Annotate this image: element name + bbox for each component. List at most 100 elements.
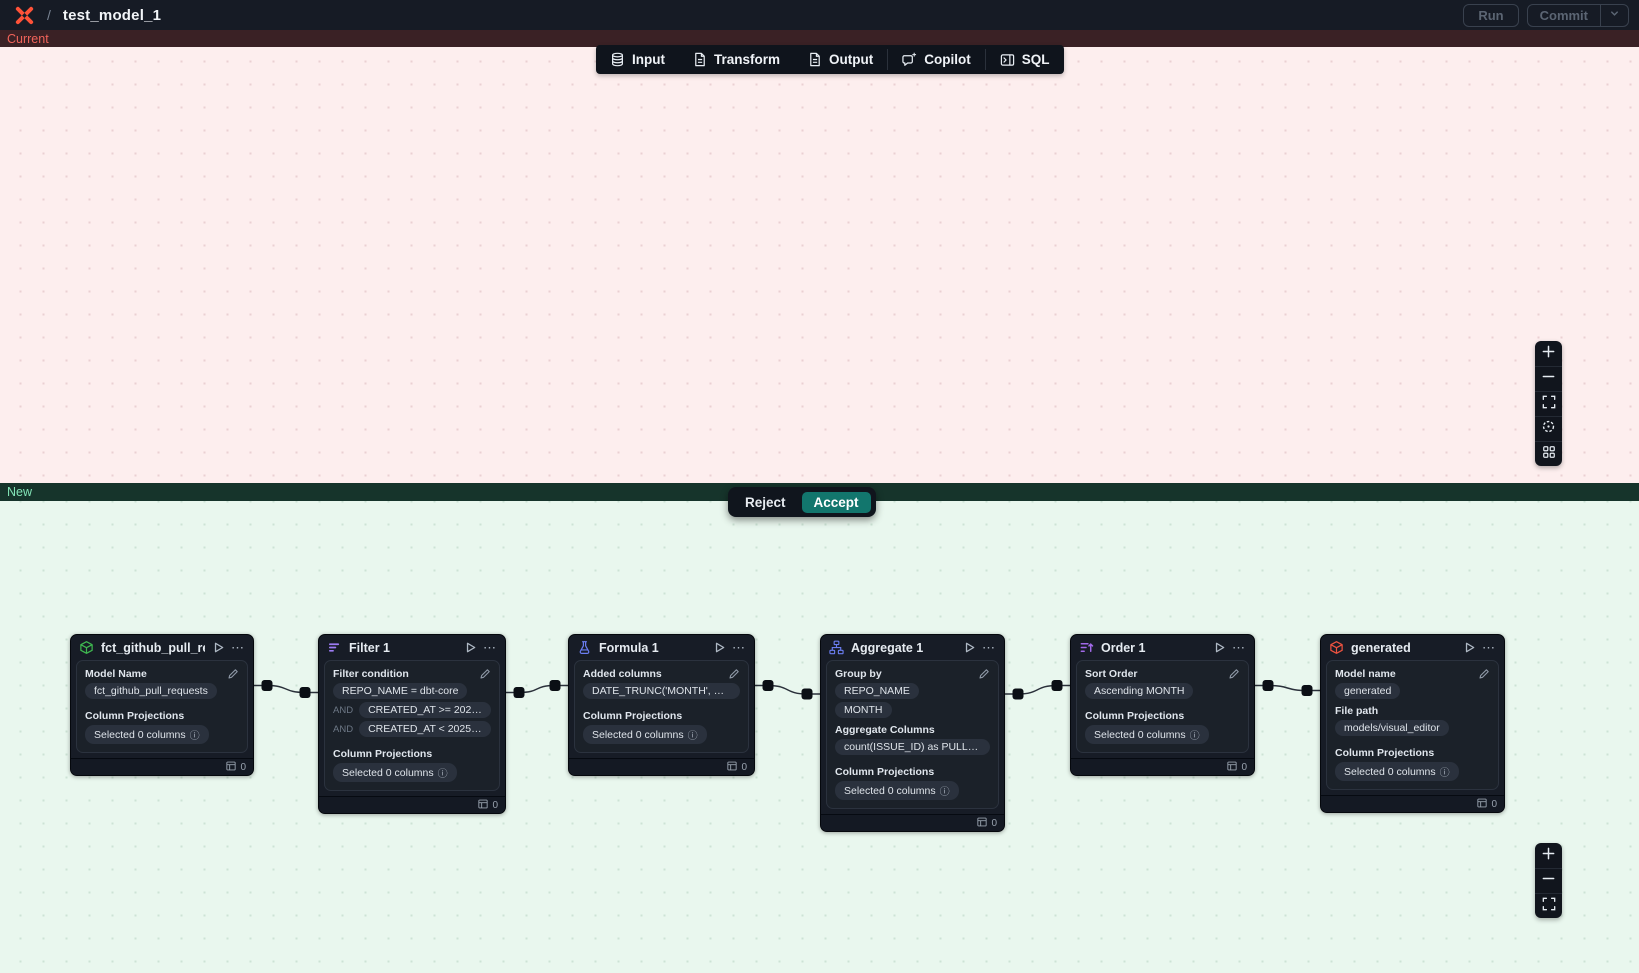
pill-text: REPO_NAME — [844, 685, 910, 697]
zoom-out-button[interactable] — [1535, 868, 1562, 893]
pill-text: Selected 0 columns — [592, 728, 684, 741]
current-canvas-controls — [1535, 341, 1562, 466]
node-run-button[interactable] — [212, 641, 225, 654]
accept-button[interactable]: Accept — [801, 491, 871, 513]
node-run-button[interactable] — [963, 641, 976, 654]
edit-icon[interactable] — [728, 667, 740, 685]
fit-view-button[interactable] — [1535, 391, 1562, 416]
zoom-out-button[interactable] — [1535, 366, 1562, 391]
row-count: 0 — [1241, 761, 1247, 773]
node-menu-button[interactable]: ⋯ — [1232, 639, 1246, 655]
section-label: Aggregate Columns — [835, 724, 935, 736]
value-pill: MONTH — [835, 702, 892, 718]
pill-text: CREATED_AT >= 2024-12-01 — [368, 704, 482, 716]
table-icon — [1477, 798, 1488, 811]
node-menu-button[interactable]: ⋯ — [1482, 639, 1496, 655]
node-footer: 0 — [71, 758, 253, 775]
zoom-in-button[interactable] — [1535, 341, 1562, 366]
toolbar-item-label: Output — [829, 52, 874, 67]
toolbar-input-button[interactable]: Input — [596, 45, 679, 74]
edit-icon[interactable] — [978, 667, 990, 685]
pill-text: models/visual_editor — [1344, 722, 1440, 734]
node-menu-button[interactable]: ⋯ — [982, 639, 996, 655]
pill-text: count(ISSUE_ID) as PULL_REQUEST_… — [844, 741, 981, 753]
toolbar-sql-button[interactable]: SQL — [986, 45, 1064, 74]
reject-button[interactable]: Reject — [733, 492, 798, 513]
model-title: test_model_1 — [62, 6, 162, 24]
focus-button[interactable] — [1535, 416, 1562, 441]
node-run-button[interactable] — [713, 641, 726, 654]
edit-icon[interactable] — [479, 667, 491, 685]
row-count: 0 — [741, 761, 747, 773]
new-canvas-controls — [1535, 843, 1562, 918]
zoom-out-icon — [1541, 871, 1556, 891]
pill-text: Selected 0 columns — [1344, 765, 1436, 778]
edit-icon[interactable] — [227, 667, 239, 685]
breadcrumb-separator: / — [47, 7, 51, 23]
fit-view-button[interactable] — [1535, 893, 1562, 918]
tiles-button[interactable] — [1535, 441, 1562, 466]
new-canvas[interactable]: fct_github_pull_requests ⋯ Model Namefct_g… — [0, 501, 1639, 973]
info-icon[interactable]: ⓘ — [437, 769, 448, 780]
section-label: Filter condition — [333, 668, 409, 680]
node-run-button[interactable] — [464, 641, 477, 654]
dbt-logo-icon[interactable] — [14, 5, 35, 26]
current-canvas[interactable] — [0, 47, 1639, 483]
value-pill: CREATED_AT < 2025-03-01 — [359, 721, 491, 737]
run-button[interactable]: Run — [1463, 3, 1519, 27]
node-menu-button[interactable]: ⋯ — [231, 639, 245, 655]
node-title: Formula 1 — [599, 640, 659, 655]
node-section: Aggregate Columns count(ISSUE_ID) as PULL… — [835, 724, 990, 755]
toolbar-copilot-button[interactable]: Copilot — [888, 45, 985, 74]
pill-text: DATE_TRUNC('MONTH', CREATED_AT… — [592, 685, 731, 697]
node-menu-button[interactable]: ⋯ — [732, 639, 746, 655]
tiles-icon — [1542, 445, 1556, 464]
node-run-button[interactable] — [1463, 641, 1476, 654]
sql-panel-icon — [1000, 53, 1015, 67]
section-label: Column Projections — [1335, 747, 1435, 759]
info-icon[interactable]: ⓘ — [1439, 768, 1450, 779]
node-footer: 0 — [1321, 795, 1504, 812]
edit-icon[interactable] — [1478, 667, 1490, 685]
cube-icon — [1329, 640, 1344, 655]
value-pill: Ascending MONTH — [1085, 683, 1194, 699]
commit-dropdown-button[interactable] — [1601, 5, 1628, 26]
pill-text: CREATED_AT < 2025-03-01 — [368, 723, 482, 735]
condition-conjunction: AND — [333, 704, 354, 716]
toolbar-output-button[interactable]: Output — [794, 45, 887, 74]
node-title: Order 1 — [1101, 640, 1146, 655]
toolbar-item-label: Transform — [714, 52, 781, 67]
zoom-in-button[interactable] — [1535, 843, 1562, 868]
section-label: Model name — [1335, 668, 1396, 680]
node-menu-button[interactable]: ⋯ — [483, 639, 497, 655]
node-run-button[interactable] — [1213, 641, 1226, 654]
info-icon[interactable]: ⓘ — [1189, 731, 1200, 742]
pill-text: Ascending MONTH — [1094, 685, 1185, 697]
diff-action-bar: Reject Accept — [728, 487, 876, 517]
edit-icon[interactable] — [1228, 667, 1240, 685]
value-pill: REPO_NAME — [835, 683, 919, 699]
node-title: fct_github_pull_requests — [101, 640, 205, 655]
node-fct-github-pull-requests[interactable]: fct_github_pull_requests ⋯ Model Namefct_g… — [70, 634, 254, 776]
toolbar-transform-button[interactable]: Transform — [679, 45, 794, 74]
commit-button[interactable]: Commit — [1539, 7, 1588, 23]
info-icon[interactable]: ⓘ — [189, 731, 200, 742]
section-label: Column Projections — [333, 748, 433, 760]
info-icon[interactable]: ⓘ — [939, 787, 950, 798]
section-label: File path — [1335, 705, 1379, 717]
info-icon[interactable]: ⓘ — [687, 731, 698, 742]
toolbar-divider — [887, 49, 889, 70]
